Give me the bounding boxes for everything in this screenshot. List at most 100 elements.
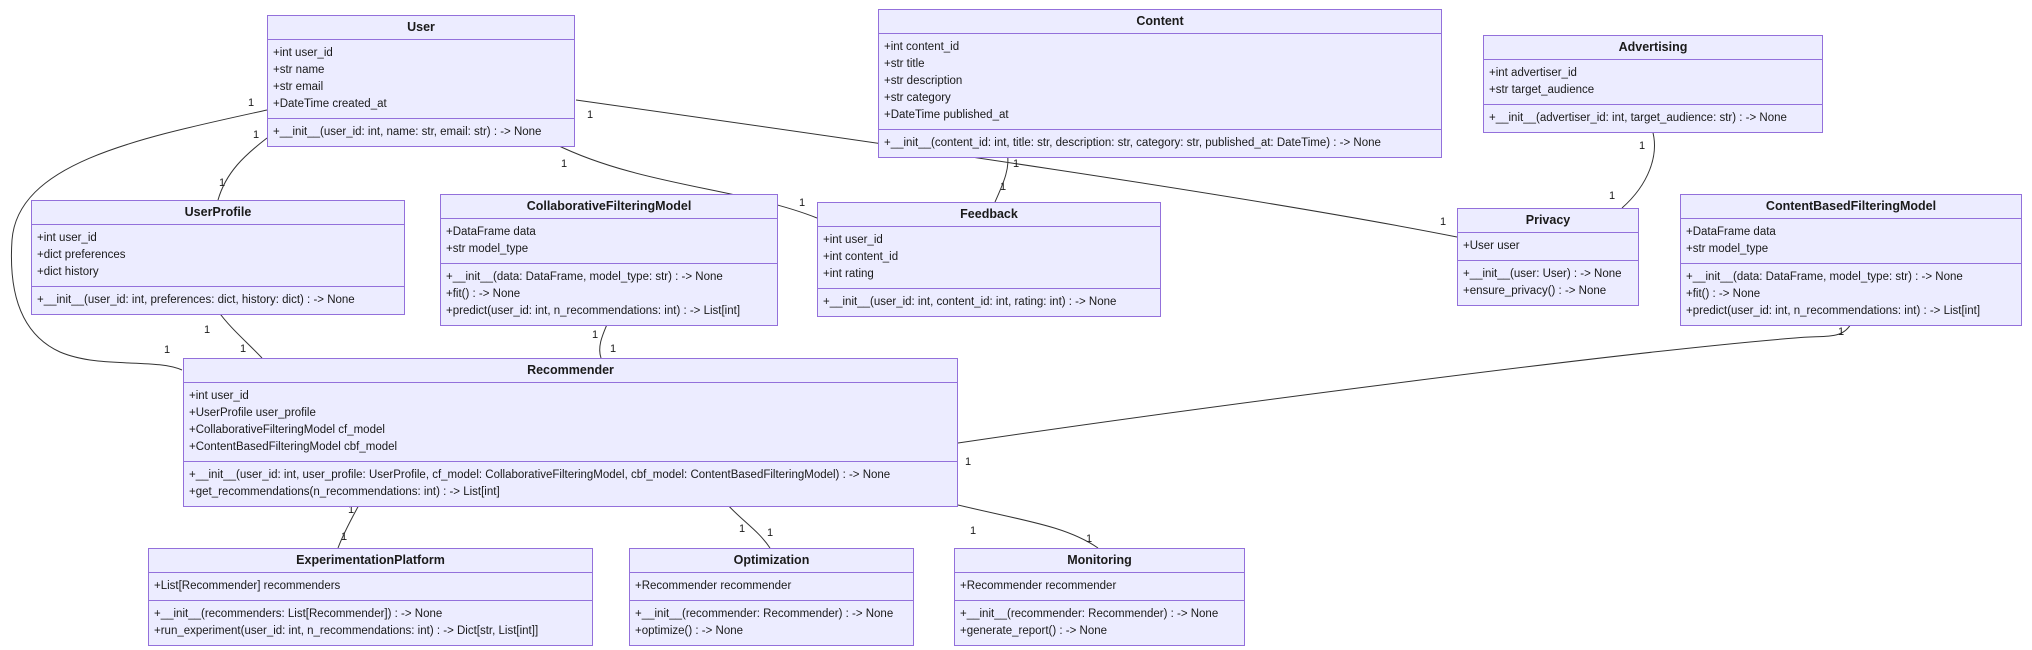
- multiplicity-label: 1: [248, 97, 254, 109]
- class-attribute: +int user_id: [189, 390, 249, 402]
- class-title: Advertising: [1484, 36, 1822, 60]
- multiplicity-label: 1: [1639, 140, 1645, 152]
- class-box-privacy: Privacy+User user+__init__(user: User) :…: [1457, 208, 1639, 306]
- class-attribute: +str model_type: [1686, 243, 1769, 255]
- multiplicity-label: 1: [164, 344, 170, 356]
- class-attributes-section: +DataFrame data +str model_type: [1681, 219, 2021, 264]
- class-methods-section: +__init__(user_id: int, preferences: dic…: [32, 287, 404, 314]
- class-attribute: +UserProfile user_profile: [189, 407, 316, 419]
- class-attributes-section: +User user: [1458, 233, 1638, 261]
- class-attribute: +DataFrame data: [1686, 226, 1776, 238]
- class-method: +ensure_privacy() : -> None: [1463, 285, 1607, 297]
- class-attribute: +DateTime published_at: [884, 109, 1009, 121]
- class-methods-section: +__init__(user: User) : -> None +ensure_p…: [1458, 261, 1638, 305]
- class-attributes-section: +int user_id+dict preferences+dict histo…: [32, 225, 404, 287]
- class-attributes-section: +Recommender recommender: [630, 573, 913, 601]
- class-attributes-section: +int content_id +str title +str descriptio…: [879, 34, 1441, 130]
- class-methods-section: +__init__(advertiser_id: int, target_aud…: [1484, 105, 1822, 132]
- multiplicity-label: 1: [592, 329, 598, 341]
- class-title: ExperimentationPlatform: [149, 549, 592, 573]
- multiplicity-label: 1: [204, 324, 210, 336]
- class-box-feedback: Feedback+int user_id+int content_id+int …: [817, 202, 1161, 317]
- multiplicity-label: 1: [1000, 181, 1006, 193]
- multiplicity-label: 1: [348, 504, 354, 516]
- edge-userprofile-recommender: [217, 310, 263, 359]
- edge-user-privacy: [575, 99, 1458, 238]
- class-method: +__init__(advertiser_id: int, target_aud…: [1489, 112, 1787, 124]
- edge-user-recommender: [10, 109, 268, 371]
- class-box-monitoring: Monitoring+Recommender recommender +__ini…: [954, 548, 1245, 646]
- class-attribute: +dict history: [37, 266, 99, 278]
- class-method: +optimize() : -> None: [635, 625, 744, 637]
- class-attribute: +List[Recommender] recommenders: [154, 580, 341, 592]
- class-box-optimization: Optimization+Recommender recommender+__i…: [629, 548, 914, 646]
- class-attributes-section: +int user_id +str name +str email +DateTime…: [268, 40, 574, 119]
- class-method: +__init__(user_id: int, content_id: int,…: [823, 296, 1117, 308]
- class-box-content: Content +int content_id +str title +str des…: [878, 9, 1442, 158]
- class-method: +__init__(data: DataFrame, model_type: s…: [446, 271, 723, 283]
- class-method: +__init__(user: User) : -> None: [1463, 268, 1622, 280]
- class-box-advertising: Advertising+int advertiser_id+str target…: [1483, 35, 1823, 133]
- multiplicity-label: 1: [219, 177, 225, 189]
- class-attribute: +str target_audience: [1489, 84, 1595, 96]
- class-method: +generate_report() : -> None: [960, 625, 1108, 637]
- class-methods-section: +__init__(content_id: int, title: str, d…: [879, 130, 1441, 157]
- multiplicity-label: 1: [587, 109, 593, 121]
- multiplicity-label: 1: [970, 525, 976, 537]
- class-attribute: +int content_id: [823, 251, 899, 263]
- class-box-recommender: Recommender +int user_id +UserProfile user…: [183, 358, 958, 507]
- class-attribute: +int rating: [823, 268, 874, 280]
- multiplicity-label: 1: [610, 343, 616, 355]
- class-attribute: +int user_id: [37, 232, 97, 244]
- edge-content-feedback: [994, 151, 1009, 203]
- class-box-collaborative-filtering-model: CollaborativeFilteringModel+DataFrame da…: [440, 194, 778, 326]
- class-title: CollaborativeFilteringModel: [441, 195, 777, 219]
- class-attributes-section: +int advertiser_id+str target_audience: [1484, 60, 1822, 105]
- class-title: Privacy: [1458, 209, 1638, 233]
- class-box-experimentation-platform: ExperimentationPlatform +List[Recommender…: [148, 548, 593, 646]
- class-attribute: +DateTime created_at: [273, 98, 387, 110]
- class-box-content-based-filtering-model: ContentBasedFilteringModel+DataFrame dat…: [1680, 194, 2022, 326]
- class-attribute: +int content_id: [884, 41, 960, 53]
- class-method: +__init__(data: DataFrame, model_type: s…: [1686, 271, 1963, 283]
- class-title: Optimization: [630, 549, 913, 573]
- class-attribute: +str name: [273, 64, 325, 76]
- class-method: +fit() : -> None: [446, 288, 521, 300]
- class-title: UserProfile: [32, 201, 404, 225]
- class-attribute: +str email: [273, 81, 324, 93]
- class-method: +run_experiment(user_id: int, n_recommen…: [154, 625, 539, 637]
- multiplicity-label: 1: [1609, 190, 1615, 202]
- class-methods-section: +__init__(recommender: Recommender) : ->…: [630, 601, 913, 645]
- edge-recommender-monitoring: [957, 504, 1099, 549]
- class-method: +__init__(recommender: Recommender) : ->…: [960, 608, 1219, 620]
- class-method: +__init__(user_id: int, name: str, email…: [273, 126, 542, 138]
- class-attribute: +str title: [884, 58, 925, 70]
- multiplicity-label: 1: [341, 531, 347, 543]
- class-title: Monitoring: [955, 549, 1244, 573]
- class-attribute: +int user_id: [273, 47, 333, 59]
- class-attributes-section: +Recommender recommender: [955, 573, 1244, 601]
- class-title: Recommender: [184, 359, 957, 383]
- edge-user-feedback: [554, 143, 818, 219]
- class-title: Feedback: [818, 203, 1160, 227]
- class-methods-section: +__init__(data: DataFrame, model_type: s…: [1681, 264, 2021, 325]
- edge-recommender-optimization: [725, 502, 771, 549]
- class-method: +__init__(user_id: int, preferences: dic…: [37, 294, 355, 306]
- class-attributes-section: +DataFrame data+str model_type: [441, 219, 777, 264]
- class-method: +__init__(user_id: int, user_profile: Us…: [189, 469, 891, 481]
- class-title: User: [268, 16, 574, 40]
- class-box-user-profile: UserProfile+int user_id+dict preferences…: [31, 200, 405, 315]
- class-title: Content: [879, 10, 1441, 34]
- class-attribute: +str description: [884, 75, 963, 87]
- class-method: +fit() : -> None: [1686, 288, 1761, 300]
- class-method: +__init__(recommenders: List[Recommender…: [154, 608, 443, 620]
- class-attribute: +DataFrame data: [446, 226, 536, 238]
- class-title: ContentBasedFilteringModel: [1681, 195, 2021, 219]
- multiplicity-label: 1: [1013, 158, 1019, 170]
- multiplicity-label: 1: [1086, 533, 1092, 545]
- class-methods-section: +__init__(recommenders: List[Recommender…: [149, 601, 592, 645]
- class-methods-section: +__init__(data: DataFrame, model_type: s…: [441, 264, 777, 325]
- class-attributes-section: +int user_id+UserProfile user_profile+Co…: [184, 383, 957, 462]
- class-method: +get_recommendations(n_recommendations: …: [189, 486, 500, 498]
